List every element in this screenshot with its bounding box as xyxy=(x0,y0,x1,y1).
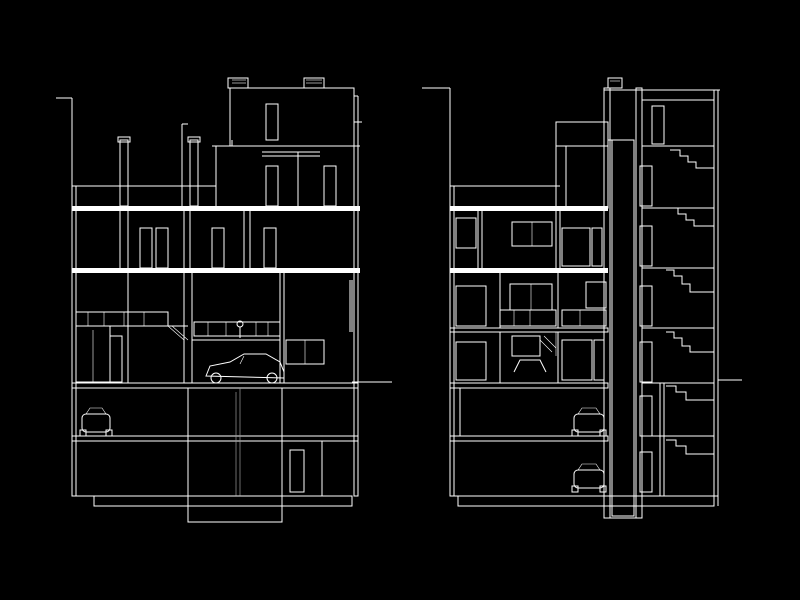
slab-ground xyxy=(71,382,359,389)
outer-walls-right xyxy=(449,89,720,507)
stair-icon xyxy=(539,331,557,356)
stair-icon xyxy=(666,385,714,401)
core-wall-left xyxy=(603,87,611,519)
railing-icon xyxy=(193,321,281,337)
car-icon xyxy=(79,407,113,437)
chimney-icon xyxy=(189,139,199,207)
stair-icon xyxy=(666,439,714,455)
roof-terrace-left xyxy=(72,123,216,207)
slab-ground-r xyxy=(449,382,609,389)
door-icon xyxy=(639,165,653,207)
door-icon xyxy=(263,227,277,269)
stair-icon xyxy=(670,149,714,169)
door-icon xyxy=(265,165,279,207)
car-icon xyxy=(205,353,285,384)
railing-icon xyxy=(75,311,169,327)
lift-shaft xyxy=(611,139,635,517)
door-icon xyxy=(651,105,665,145)
chimney-icon xyxy=(303,77,325,89)
door-icon xyxy=(155,227,169,269)
door-icon xyxy=(639,225,653,267)
basements-right xyxy=(459,388,607,493)
floor-slabs-right xyxy=(449,99,714,442)
basements-left xyxy=(79,388,323,520)
car-icon xyxy=(571,407,607,437)
penthouse-left xyxy=(212,77,362,209)
ground-floor-left xyxy=(75,273,353,384)
door-icon xyxy=(139,227,153,269)
section-left xyxy=(56,77,392,523)
tiled-wall xyxy=(455,341,487,381)
floor-1-partitions-left xyxy=(119,211,251,268)
outer-walls-left xyxy=(71,145,359,523)
tiled-wall xyxy=(455,285,487,327)
door-icon xyxy=(323,165,337,207)
door-icon xyxy=(109,335,123,383)
railing-icon xyxy=(561,309,607,327)
slab-roof-r xyxy=(450,206,608,211)
car-icon xyxy=(571,463,607,493)
door-icon xyxy=(639,285,653,327)
door-icon xyxy=(639,341,653,383)
slab-floor-1 xyxy=(72,268,360,273)
stairs-right xyxy=(659,149,714,496)
doors-left xyxy=(109,103,337,493)
core-wall-right xyxy=(635,87,643,519)
door-icon xyxy=(265,103,279,141)
door-icon xyxy=(289,449,305,493)
chimney-icon xyxy=(607,77,623,89)
slab-basement-r xyxy=(449,435,609,442)
roof-structures-right xyxy=(450,77,643,519)
slab-basement-1 xyxy=(71,435,359,442)
chimney-icon xyxy=(119,139,129,207)
doors-right xyxy=(639,105,665,493)
chimney-icon xyxy=(227,77,249,89)
door-icon xyxy=(639,395,653,437)
door-icon xyxy=(211,227,225,269)
slab-floor-1-r xyxy=(450,268,608,273)
stair-icon xyxy=(670,207,714,227)
tiled-wall xyxy=(561,227,591,267)
tiled-wall xyxy=(455,217,477,249)
stair-icon xyxy=(167,325,189,341)
interiors-right xyxy=(455,211,607,383)
section-right xyxy=(422,77,742,519)
door-icon xyxy=(639,451,653,493)
floor-slabs-left xyxy=(71,206,360,442)
stair-icon xyxy=(666,331,714,353)
tiled-wall xyxy=(561,339,593,381)
stair-icon xyxy=(666,269,714,293)
railing-icon xyxy=(499,309,557,327)
slab-mezz-r xyxy=(449,327,609,333)
